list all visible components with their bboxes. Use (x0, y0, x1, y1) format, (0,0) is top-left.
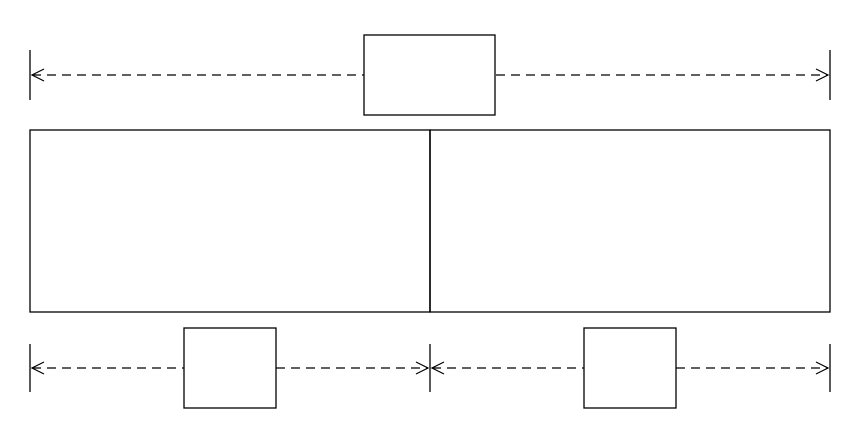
panel-right-dimension (430, 327, 831, 409)
panel-left-dimension-left-arrowhead (30, 361, 45, 375)
panel-left (29, 129, 431, 313)
panel-left-dimension-label-box (183, 327, 277, 409)
overall-dimension-left-arrowhead (30, 68, 45, 82)
overall-dimension (29, 34, 831, 116)
panel-right-dimension-label-box (583, 327, 677, 409)
panel-right-dimension-right-arrowhead (815, 361, 830, 375)
overall-dimension-label-box (363, 34, 496, 116)
main-rectangle (29, 129, 831, 313)
overall-dimension-right-arrowhead (815, 68, 830, 82)
panel-left-dimension (29, 327, 431, 409)
panel-right-dimension-left-arrowhead (430, 361, 445, 375)
panel-left-dimension-right-arrowhead (415, 361, 430, 375)
panel-right (429, 129, 831, 313)
